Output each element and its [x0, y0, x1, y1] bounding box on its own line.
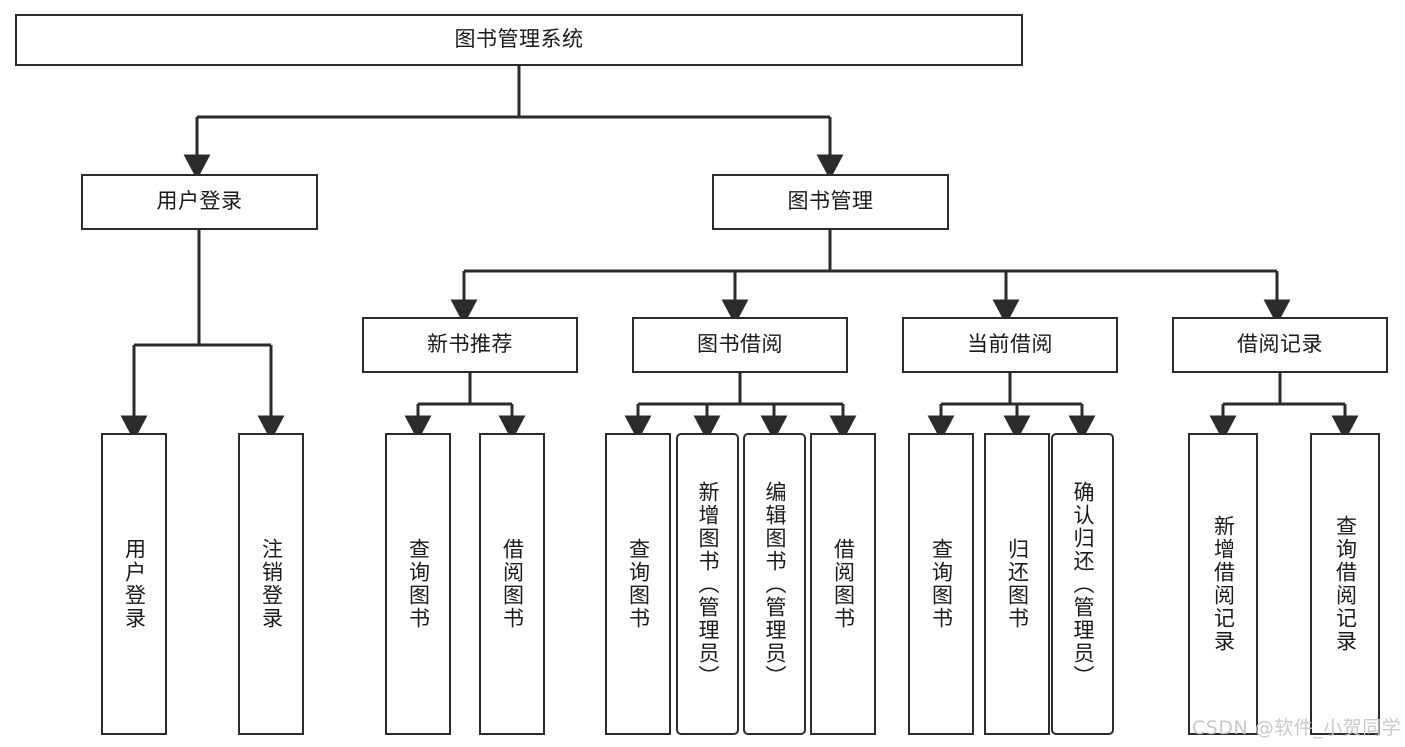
- node-current-borrow-label: 当前借阅: [967, 332, 1053, 357]
- node-leaf-add-book-admin[interactable]: 新增图书（管理员）: [676, 433, 739, 735]
- node-leaf-confirm-return-admin[interactable]: 确认归还（管理员）: [1051, 433, 1114, 735]
- node-root-label: 图书管理系统: [454, 27, 584, 52]
- node-leaf-logout[interactable]: 注销登录: [238, 433, 304, 735]
- node-leaf-borrow-book-2-label: 借阅图书: [831, 538, 856, 630]
- node-leaf-user-login[interactable]: 用户登录: [101, 433, 167, 735]
- node-leaf-query-book-3[interactable]: 查询图书: [908, 433, 974, 735]
- node-book-management-label: 图书管理: [787, 189, 874, 214]
- node-leaf-borrow-book-1[interactable]: 借阅图书: [479, 433, 545, 735]
- node-borrow-records-label: 借阅记录: [1237, 332, 1323, 357]
- node-user-login[interactable]: 用户登录: [81, 174, 318, 230]
- node-borrow-records[interactable]: 借阅记录: [1172, 317, 1388, 373]
- node-leaf-edit-book-admin-label: 编辑图书（管理员）: [763, 480, 787, 688]
- node-book-management[interactable]: 图书管理: [712, 174, 949, 230]
- node-leaf-return-book-label: 归还图书: [1005, 538, 1030, 630]
- node-new-book-recommend-label: 新书推荐: [427, 332, 513, 357]
- node-leaf-borrow-book-1-label: 借阅图书: [500, 538, 525, 630]
- node-leaf-user-login-label: 用户登录: [122, 538, 147, 630]
- node-leaf-logout-label: 注销登录: [259, 538, 284, 630]
- node-leaf-add-borrow-record-label: 新增借阅记录: [1211, 515, 1236, 653]
- node-book-borrow-label: 图书借阅: [697, 332, 783, 357]
- node-leaf-query-book-1[interactable]: 查询图书: [385, 433, 451, 735]
- node-book-borrow[interactable]: 图书借阅: [632, 317, 848, 373]
- node-root[interactable]: 图书管理系统: [15, 14, 1023, 66]
- node-leaf-confirm-return-admin-label: 确认归还（管理员）: [1071, 480, 1095, 688]
- node-new-book-recommend[interactable]: 新书推荐: [362, 317, 578, 373]
- node-leaf-add-borrow-record[interactable]: 新增借阅记录: [1188, 433, 1258, 735]
- node-leaf-query-book-2[interactable]: 查询图书: [605, 433, 671, 735]
- node-leaf-edit-book-admin[interactable]: 编辑图书（管理员）: [743, 433, 806, 735]
- node-leaf-return-book[interactable]: 归还图书: [984, 433, 1050, 735]
- node-leaf-borrow-book-2[interactable]: 借阅图书: [810, 433, 876, 735]
- node-leaf-query-borrow-record-label: 查询借阅记录: [1333, 515, 1358, 653]
- node-leaf-query-borrow-record[interactable]: 查询借阅记录: [1310, 433, 1380, 735]
- node-current-borrow[interactable]: 当前借阅: [902, 317, 1118, 373]
- node-leaf-query-book-2-label: 查询图书: [626, 538, 651, 630]
- node-leaf-query-book-1-label: 查询图书: [406, 538, 431, 630]
- node-leaf-add-book-admin-label: 新增图书（管理员）: [696, 480, 720, 688]
- node-leaf-query-book-3-label: 查询图书: [929, 538, 954, 630]
- node-user-login-label: 用户登录: [156, 189, 243, 214]
